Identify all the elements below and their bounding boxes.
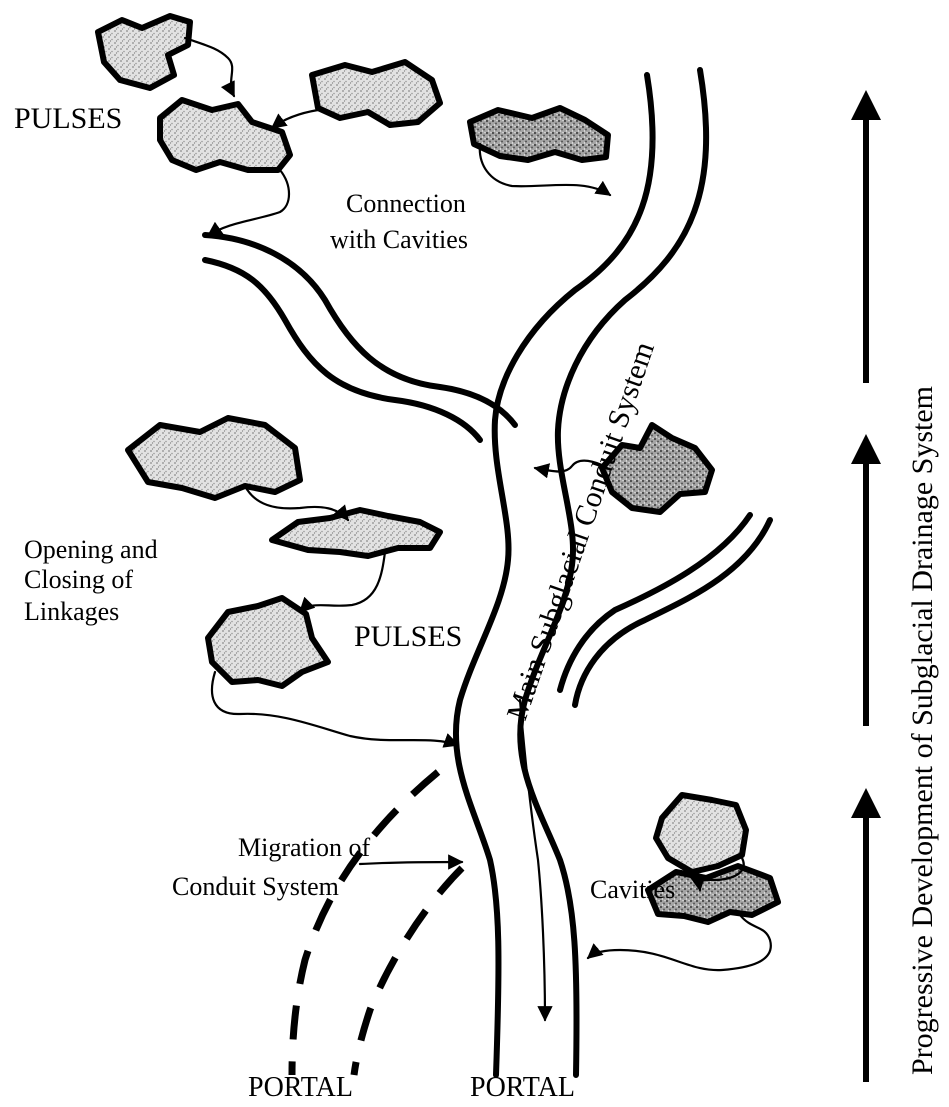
cavity-mid-left bbox=[128, 418, 300, 498]
portal-label-left: PORTAL bbox=[248, 1072, 353, 1103]
connection-label-line1: Connection bbox=[346, 189, 466, 218]
portal-label-right: PORTAL bbox=[470, 1072, 575, 1103]
opening-label-line1: Opening and bbox=[24, 535, 158, 564]
tributary-lower-bottom-wall bbox=[575, 520, 770, 705]
side-title: Progressive Development of Subglacial Dr… bbox=[906, 386, 939, 1075]
tributary-upper-bottom-wall bbox=[205, 260, 480, 440]
migration-arrow bbox=[360, 862, 462, 864]
cavities-label: Cavities bbox=[590, 875, 675, 904]
link-arrow-top-left-to-pulse bbox=[185, 38, 234, 96]
link-arrow-pulse-to-tributary bbox=[208, 170, 289, 236]
pulses-label-mid: PULSES bbox=[354, 620, 462, 653]
cavity-top-middle bbox=[312, 62, 440, 125]
link-arrow-center-to-pulse bbox=[300, 552, 385, 612]
cavity-top-left bbox=[98, 16, 190, 88]
link-arrow-top-middle-to-pulse bbox=[272, 110, 318, 128]
tributary-upper-top-wall bbox=[205, 235, 515, 425]
cavity-top-right bbox=[470, 108, 608, 160]
migration-label-line1: Migration of bbox=[238, 833, 370, 862]
cavity-pulse-upper bbox=[160, 100, 290, 170]
opening-label-line2: Closing of bbox=[24, 565, 133, 594]
flow-arrow-in-conduit bbox=[520, 700, 545, 1020]
connection-label-line2: with Cavities bbox=[330, 225, 468, 254]
migration-label-line2: Conduit System bbox=[172, 872, 339, 901]
cavity-pulse-lower bbox=[208, 598, 328, 686]
abandoned-conduit-right-wall bbox=[354, 868, 462, 1075]
conduit-system-label: Main Subglacial Conduit System bbox=[500, 338, 661, 725]
opening-label-line3: Linkages bbox=[24, 597, 119, 626]
link-arrow-bottom-cavity-to-conduit bbox=[588, 915, 771, 970]
pulses-label-top: PULSES bbox=[14, 102, 122, 135]
cavity-mid-center bbox=[272, 510, 440, 556]
cavity-bottom-right-upper bbox=[656, 795, 746, 872]
